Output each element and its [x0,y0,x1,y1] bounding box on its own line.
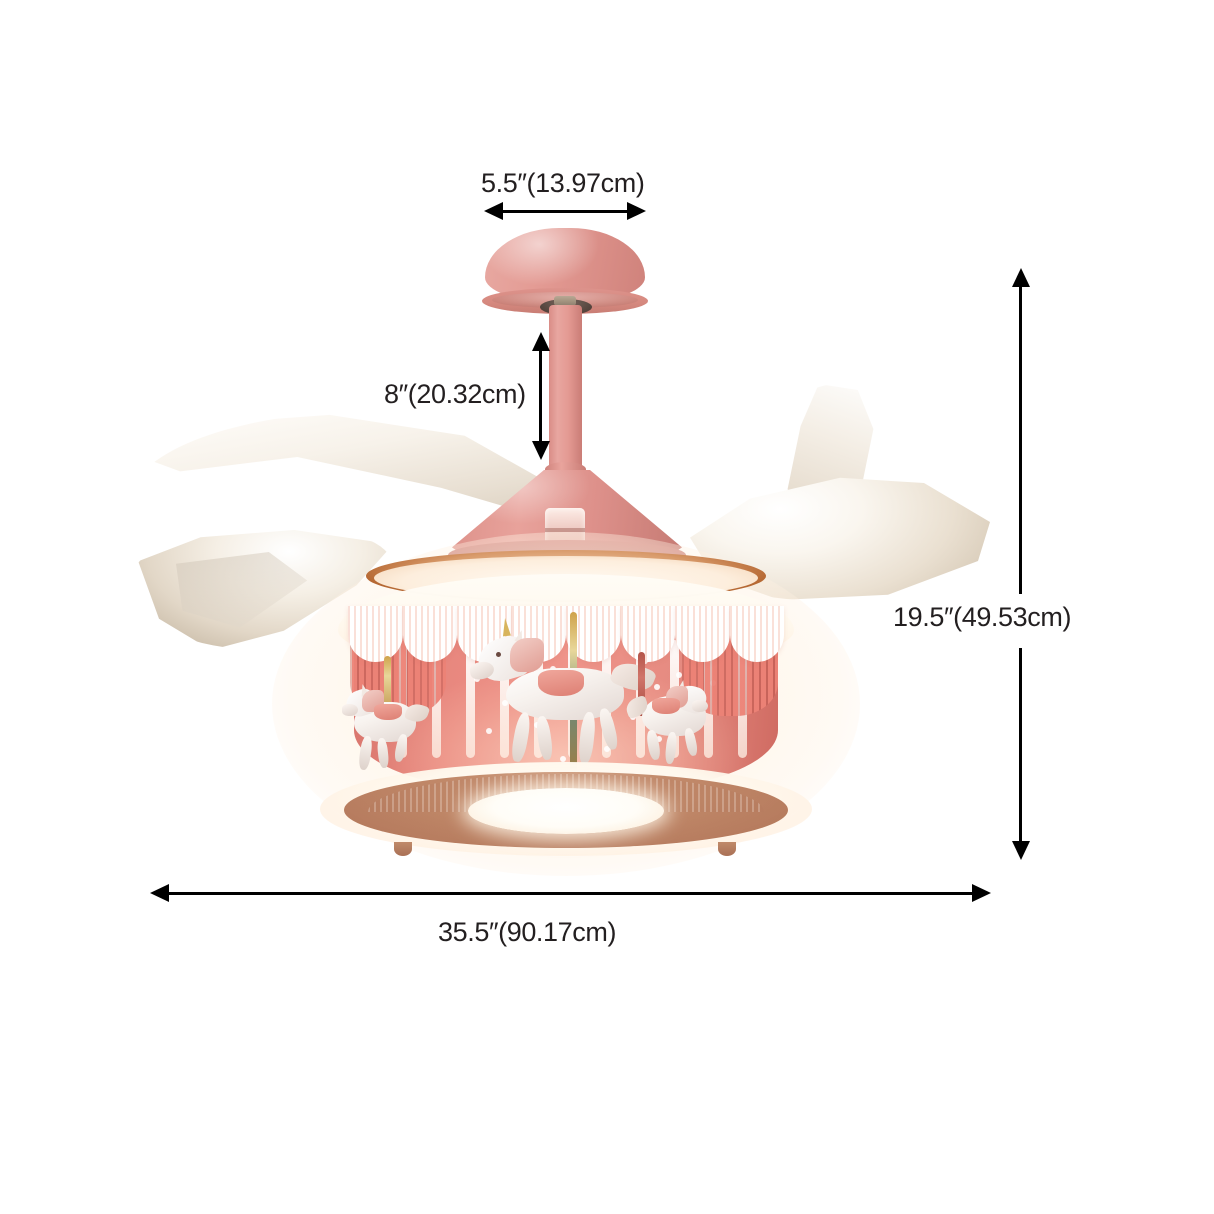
total-height-line-upper [1019,284,1022,594]
unicorn-figurine-center [468,612,666,780]
carousel-dot [604,746,610,752]
carousel-dot [654,684,660,690]
blade-span-label: 35.5″(90.17cm) [438,917,617,948]
canopy-width-line [491,210,639,213]
motor-switch-seam [545,528,585,532]
downrod-length-arrow-down [532,441,550,460]
carousel-pole-slat [500,640,509,758]
downrod-length-label: 8″(20.32cm) [384,379,526,410]
total-height-label: 19.5″(49.53cm) [893,602,1072,633]
led-light-aperture [468,788,664,834]
blade-span-arrow-right [972,884,991,902]
blade-span-line [166,892,976,895]
canopy-width-arrow-left [484,202,503,220]
total-height-line-lower [1019,648,1022,844]
blade-span-arrow-left [150,884,169,902]
carousel-shade [272,532,860,876]
canopy-width-label: 5.5″(13.97cm) [481,168,645,199]
base-foot-left [394,842,412,856]
canopy-width-arrow-right [627,202,646,220]
base-foot-right [718,842,736,856]
unicorn-figurine-right [616,652,728,778]
downrod-length-line [539,348,542,444]
unicorn-figurine-left [342,656,440,778]
carousel-dot [502,700,508,706]
carousel-dot [560,756,566,762]
total-height-arrow-up [1012,268,1030,287]
downrod-nut [554,296,576,306]
carousel-dot [486,728,492,734]
carousel-dot [676,672,682,678]
downrod [549,305,582,473]
carousel-pole-slat [466,640,475,758]
total-height-arrow-down [1012,841,1030,860]
downrod-length-arrow-up [532,332,550,351]
carousel-dot [656,736,662,742]
